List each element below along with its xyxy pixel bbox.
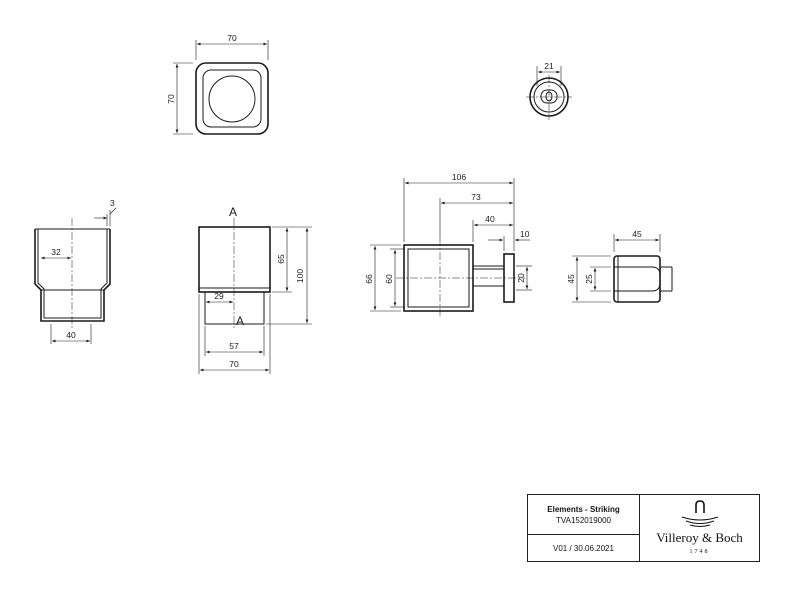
brand-name: Villeroy & Boch — [656, 530, 743, 545]
brand-logo: Villeroy & Boch 1748 — [640, 495, 759, 561]
title-block-divider — [528, 534, 639, 535]
brand-year: 1748 — [689, 549, 710, 555]
section-label-bottom: A — [236, 314, 244, 328]
section-label-top: A — [229, 205, 237, 219]
product-name: Elements - Striking — [547, 505, 620, 514]
top-view: 70 70 — [166, 33, 269, 135]
side-arm-dim: 40 — [485, 214, 495, 224]
cup-bottom-dim: 40 — [66, 330, 76, 340]
front-upper-height-dim: 65 — [276, 254, 286, 264]
front-lower-width-dim: 57 — [229, 341, 239, 351]
holder-inner-height-dim: 25 — [584, 274, 594, 284]
side-plate-dim: 10 — [520, 229, 530, 239]
detail-view-width-dim: 21 — [544, 61, 554, 71]
front-total-width-dim: 70 — [229, 359, 239, 369]
side-depth-dim: 106 — [452, 172, 466, 182]
cup-wall-dim: 3 — [110, 198, 115, 208]
side-view: 106 73 40 10 66 60 20 — [364, 172, 532, 318]
side-plate-height-dim: 20 — [516, 273, 526, 283]
holder-width-dim: 45 — [632, 229, 642, 239]
holder-view: 45 45 25 — [566, 229, 673, 303]
top-view-height-dim: 70 — [166, 94, 176, 104]
wall-plate-detail-view: 21 — [526, 61, 572, 120]
side-cup-to-wall-dim: 73 — [471, 192, 481, 202]
title-block: Elements - Striking TVA152019000 V01 / 3… — [527, 494, 760, 562]
front-view: A A 65 100 29 57 70 — [198, 205, 312, 374]
title-block-info: Elements - Striking TVA152019000 V01 / 3… — [528, 495, 640, 561]
side-inner-height-dim: 60 — [384, 274, 394, 284]
product-code: TVA152019000 — [555, 516, 611, 525]
front-inner-bottom-dim: 29 — [214, 291, 224, 301]
faucet-logo-icon — [681, 500, 719, 527]
version-label: V01 / 30.06.2021 — [553, 544, 614, 553]
holder-height-dim: 45 — [566, 274, 576, 284]
top-view-width-dim: 70 — [227, 33, 237, 43]
cup-inner-dim: 32 — [51, 247, 61, 257]
side-outer-height-dim: 66 — [364, 274, 374, 284]
cup-section-view: 3 32 40 — [34, 198, 117, 344]
front-total-height-dim: 100 — [295, 269, 305, 283]
